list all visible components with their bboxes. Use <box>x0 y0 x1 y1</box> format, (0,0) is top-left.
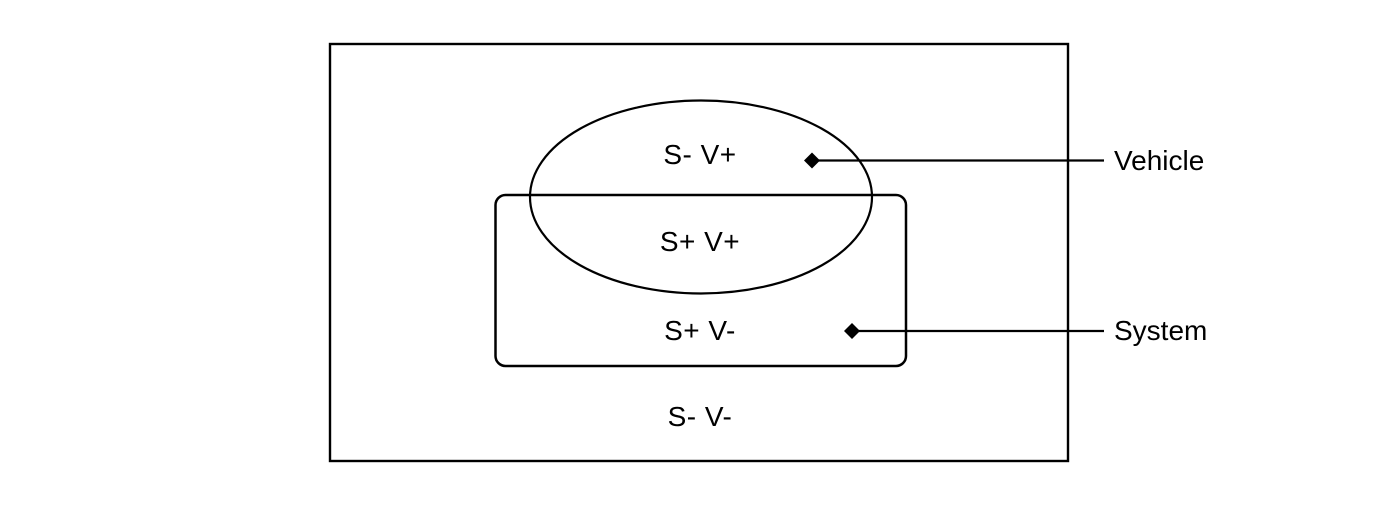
system-rectangle <box>494 193 908 368</box>
callout-label-vehicle: Vehicle <box>1114 145 1205 176</box>
universe-rectangle <box>328 42 1070 463</box>
vehicle-ellipse <box>528 99 874 295</box>
system-diamond-anchor-icon <box>844 323 868 339</box>
region-label-system-only: S+ V- <box>664 315 736 346</box>
vehicle-diamond-anchor-icon <box>804 152 820 169</box>
region-label-outside: S- V- <box>667 401 733 432</box>
region-label-intersection: S+ V+ <box>659 226 741 257</box>
callout-label-system: System <box>1114 315 1208 346</box>
region-label-vehicle-only: S- V+ <box>663 139 737 170</box>
